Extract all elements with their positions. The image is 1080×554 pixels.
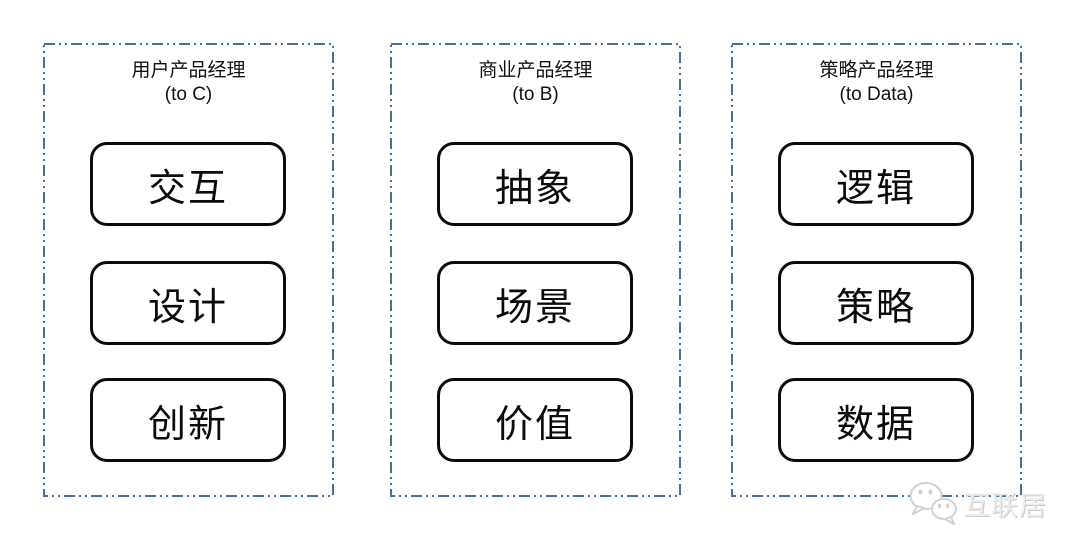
skill-box: 创新 — [90, 378, 286, 462]
skill-box: 设计 — [90, 261, 286, 345]
skill-box: 场景 — [437, 261, 633, 345]
column-title: 用户产品经理 (to C) — [43, 59, 334, 107]
skill-box-label: 策略 — [835, 286, 916, 329]
watermark-text: 互联居 — [963, 490, 1047, 521]
column-title-main: 商业产品经理 — [478, 60, 593, 81]
skill-box-label: 交互 — [147, 167, 228, 210]
skill-box: 数据 — [778, 378, 974, 462]
watermark: 互联居 — [906, 479, 1047, 527]
skill-box-label: 抽象 — [494, 167, 575, 210]
column-strategy-product-manager: 策略产品经理 (to Data) 逻辑 策略 数据 — [731, 43, 1022, 497]
skill-box-label: 设计 — [147, 286, 228, 329]
skill-box-label: 价值 — [494, 403, 575, 446]
column-title-sub: (to C) — [164, 84, 213, 105]
skill-box: 交互 — [90, 142, 286, 226]
column-title: 策略产品经理 (to Data) — [731, 59, 1022, 107]
column-title-main: 策略产品经理 — [819, 60, 934, 81]
skill-box-label: 场景 — [494, 286, 575, 329]
skill-box-label: 创新 — [147, 403, 228, 446]
skill-box: 逻辑 — [778, 142, 974, 226]
column-title-sub: (to Data) — [839, 84, 914, 105]
skill-box-label: 逻辑 — [835, 167, 916, 210]
wechat-icon — [909, 482, 957, 525]
column-title-sub: (to B) — [512, 84, 559, 105]
column-title-main: 用户产品经理 — [131, 60, 246, 81]
skill-box-label: 数据 — [835, 403, 916, 446]
column-title: 商业产品经理 (to B) — [390, 59, 681, 107]
skill-box: 价值 — [437, 378, 633, 462]
column-business-product-manager: 商业产品经理 (to B) 抽象 场景 价值 — [390, 43, 681, 497]
column-user-product-manager: 用户产品经理 (to C) 交互 设计 创新 — [43, 43, 334, 497]
skill-box: 策略 — [778, 261, 974, 345]
skill-box: 抽象 — [437, 142, 633, 226]
